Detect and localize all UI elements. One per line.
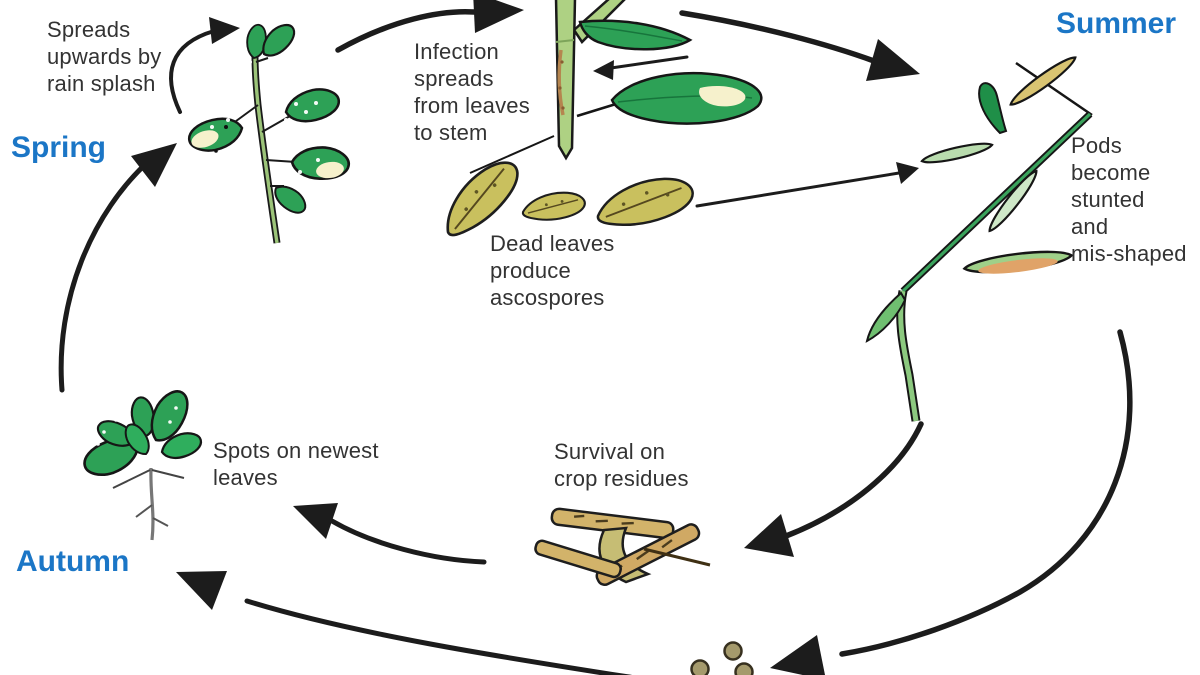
- infected-stem-illustration: [469, 0, 763, 174]
- seeds-illustration: [690, 641, 754, 675]
- arrow-leaf-to-stem-icon: [593, 55, 689, 80]
- survival-label: Survival on crop residues: [554, 439, 689, 491]
- spring-plant-illustration: [185, 18, 352, 244]
- crop-residues-illustration: [534, 507, 711, 586]
- newest-leaves-label: Spots on newest leaves: [213, 438, 379, 490]
- pods-plant-illustration: [865, 51, 1093, 422]
- arrow-spring-to-stem-icon: [335, 0, 524, 53]
- arrow-pods-to-seeds-icon: [770, 329, 1133, 675]
- rain-splash-label: Spreads upwards by rain splash: [47, 17, 162, 96]
- season-label-spring: Spring: [11, 131, 106, 164]
- arrow-residues-to-leaves-icon: [293, 503, 487, 565]
- arrow-autumn-to-spring-icon: [58, 143, 177, 393]
- season-label-summer: Summer: [1056, 7, 1177, 40]
- arrow-deadleaves-to-pods-icon: [695, 162, 919, 208]
- arrow-rain-splash-icon: [169, 17, 240, 114]
- pods-label: Pods become stunted and mis-shaped: [1071, 133, 1187, 266]
- arrow-stem-to-summer-icon: [679, 10, 920, 81]
- dead-leaves-illustration: [431, 151, 699, 246]
- season-label-autumn: Autumn: [16, 545, 130, 578]
- arrow-stem-to-residues-icon: [744, 421, 924, 557]
- dead-leaves-label: Dead leaves produce ascospores: [490, 231, 615, 310]
- infection-spread-label: Infection spreads from leaves to stem: [414, 39, 530, 145]
- arrow-seeds-to-autumn-icon: [176, 571, 633, 675]
- autumn-seedling-illustration: [78, 383, 205, 541]
